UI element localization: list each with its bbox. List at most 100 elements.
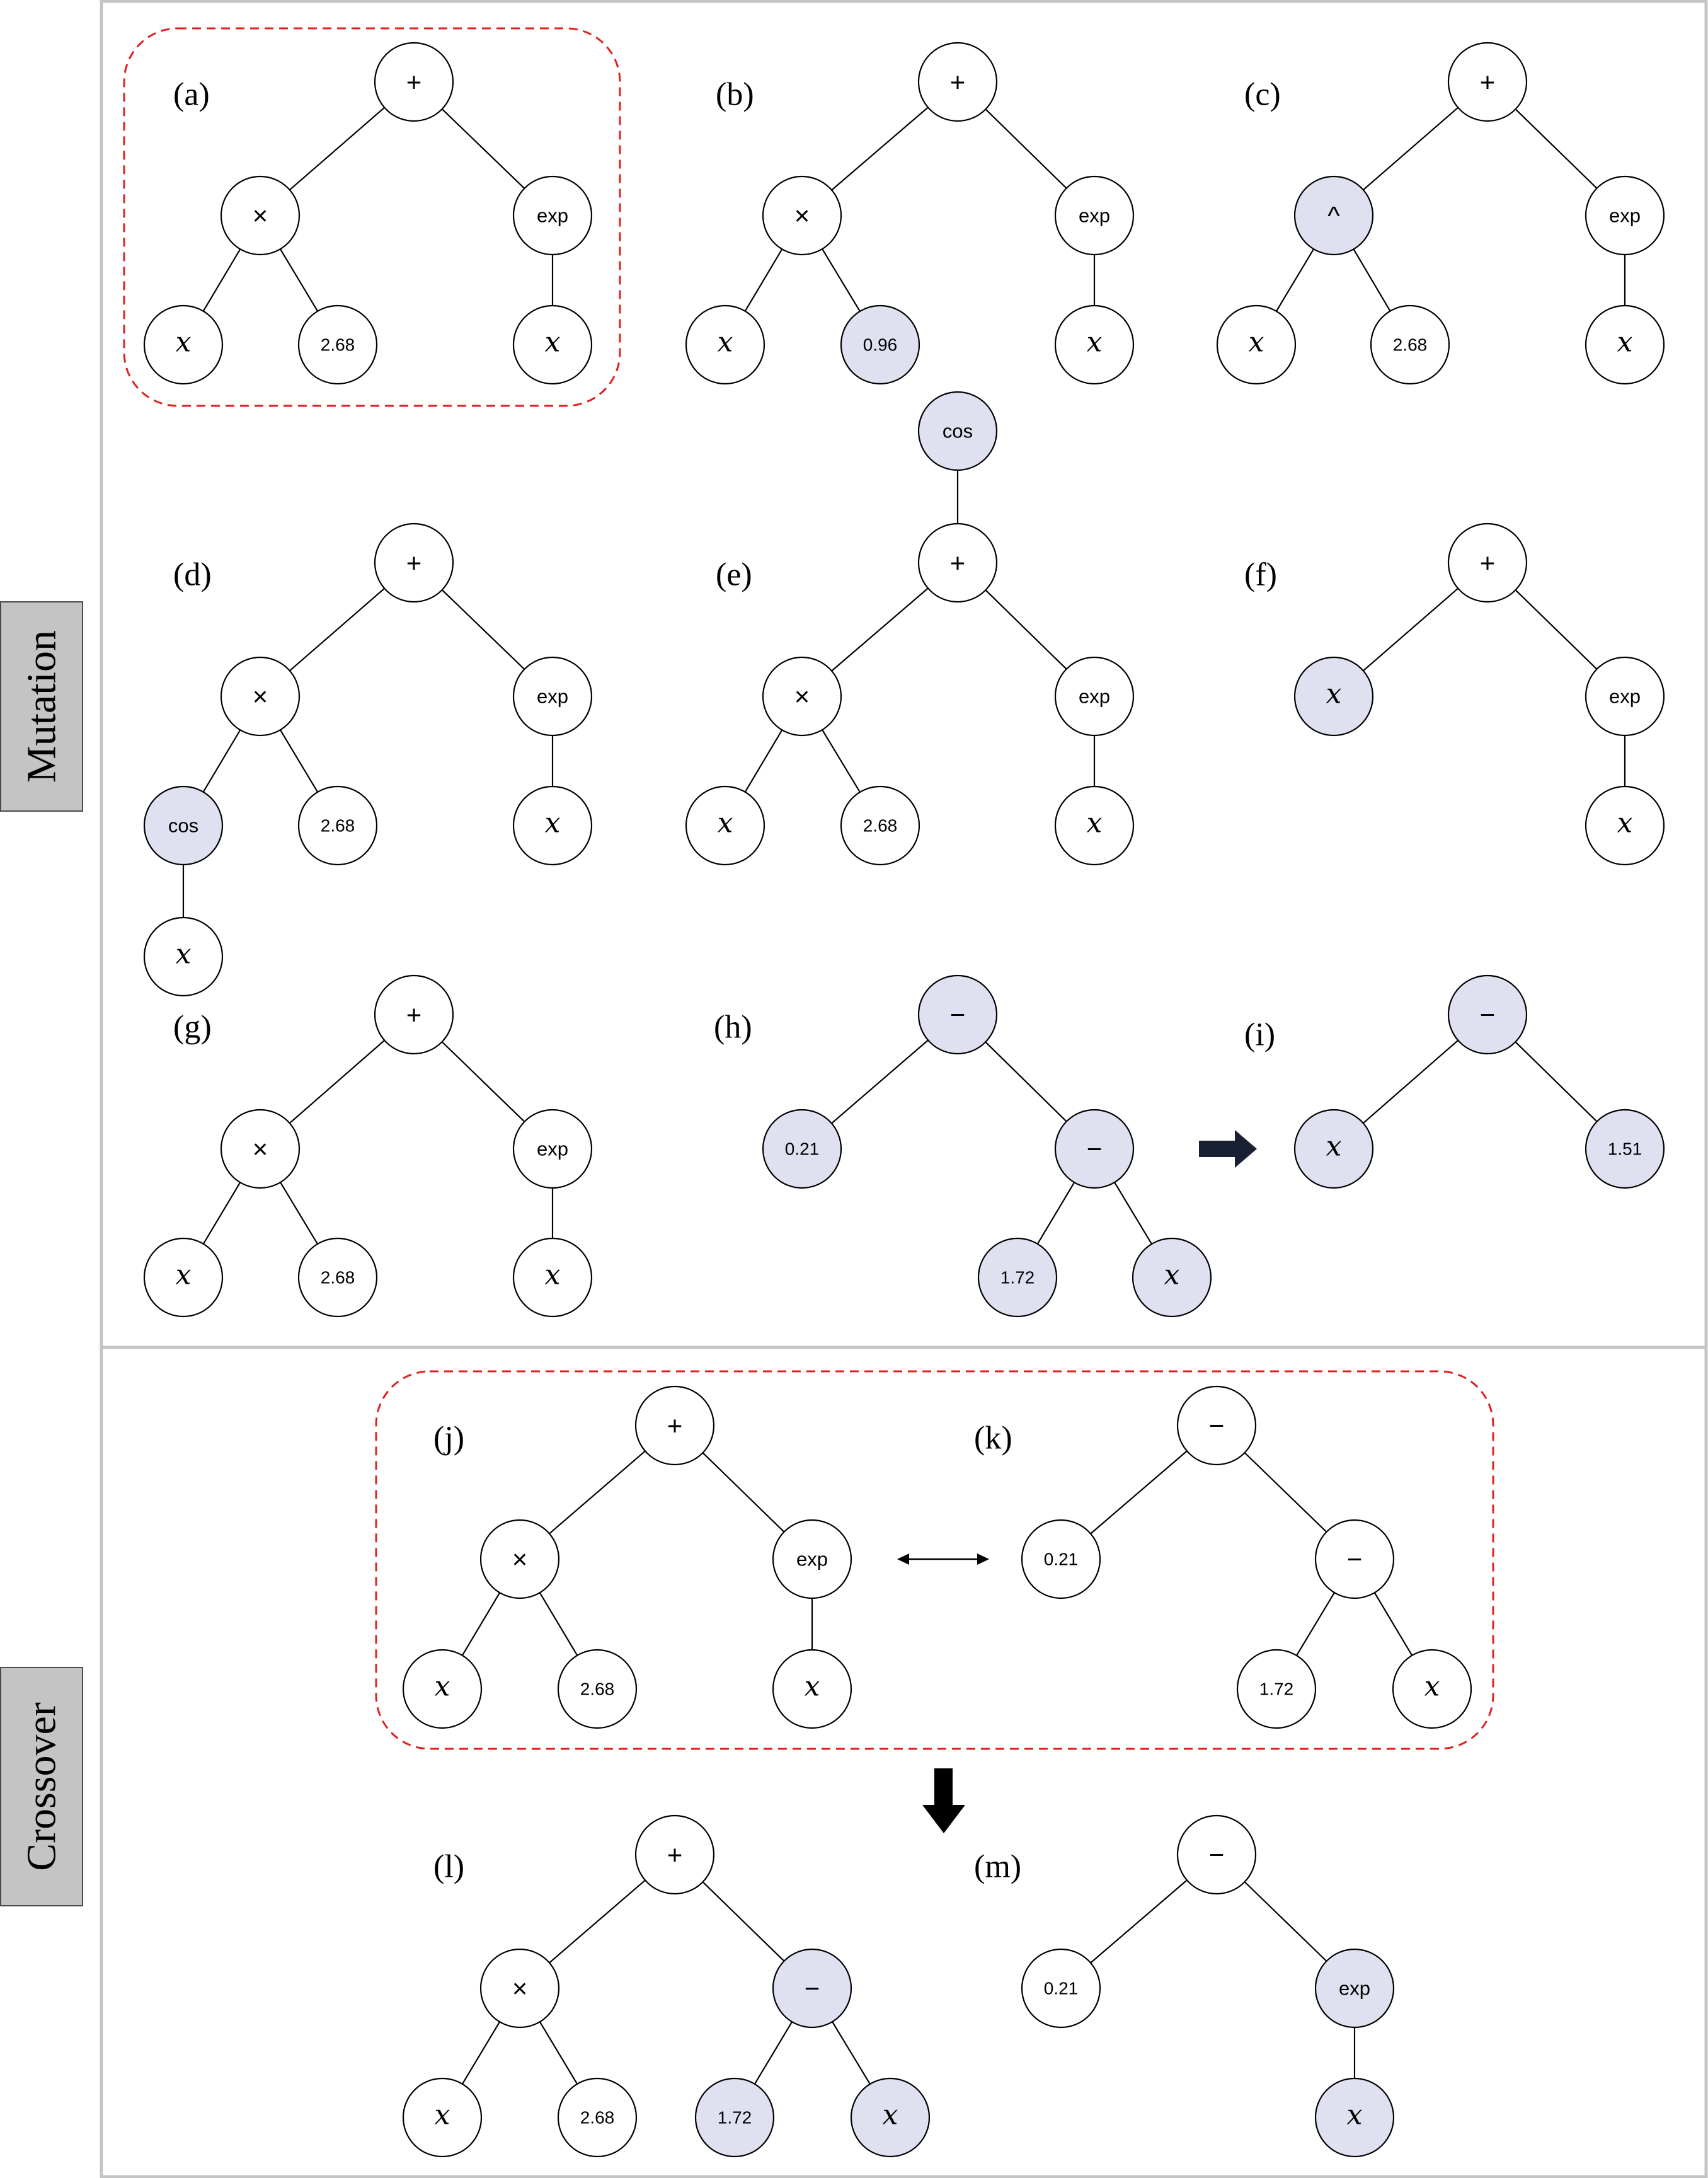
- tree-node-exp: exp: [1585, 175, 1665, 256]
- node-label: x: [176, 1259, 192, 1291]
- node-circle: [917, 42, 998, 122]
- mutated-node-circle: [1293, 175, 1374, 256]
- edge-m-n1-n3: [1244, 1881, 1327, 1962]
- tree-node-minus: −: [917, 974, 998, 1055]
- panel-label-a: (a): [173, 77, 210, 113]
- node-label: 1.72: [718, 2108, 752, 2128]
- node-label: 1.72: [1000, 1268, 1035, 1288]
- node-label: −: [805, 1974, 820, 2003]
- node-label: 1.51: [1608, 1139, 1642, 1159]
- tree-node-variable-x: x: [1132, 1237, 1212, 1318]
- edge-a-n2-n5: [279, 248, 319, 312]
- node-circle: [1447, 42, 1528, 122]
- edge-b-n1-n2: [831, 107, 929, 191]
- node-circle: [1176, 1814, 1257, 1895]
- node-label: ×: [794, 682, 810, 712]
- edge-h-n3-n6: [1114, 1182, 1152, 1245]
- edge-c-n1-n3: [1515, 108, 1598, 189]
- tree-node-minus: −: [1176, 1814, 1257, 1895]
- node-label: ×: [794, 201, 810, 231]
- node-label: x: [718, 326, 733, 359]
- node-circle: [1216, 304, 1297, 385]
- node-circle: [297, 785, 378, 866]
- down-arrow-icon: [922, 1768, 965, 1833]
- tree-node-variable-x: x: [1054, 304, 1135, 385]
- node-label: x: [435, 1671, 450, 1703]
- tree-node-cos: cos: [917, 391, 998, 471]
- node-label: +: [406, 548, 422, 578]
- mutated-node-circle: [1314, 2077, 1395, 2158]
- node-label: +: [1480, 67, 1496, 97]
- node-label: 0.21: [1044, 1550, 1079, 1569]
- edge-j-n1-n3: [702, 1452, 785, 1533]
- node-label: x: [1326, 1131, 1342, 1163]
- node-label: 2.68: [1393, 335, 1428, 355]
- node-label: 2.68: [321, 335, 355, 355]
- edge-b-n2-n5: [822, 248, 861, 312]
- edge-k-n3-n6: [1373, 1592, 1413, 1656]
- node-label: x: [883, 2099, 898, 2131]
- node-label: ×: [253, 201, 268, 231]
- tree-node-exp: exp: [1054, 656, 1135, 737]
- tree-node-variable-x: x: [512, 785, 593, 866]
- node-circle: [220, 656, 301, 737]
- edge-l-n2-n5: [539, 2021, 578, 2085]
- edge-l-n2-n4: [461, 2021, 501, 2085]
- node-label: +: [950, 548, 966, 578]
- node-label: x: [1326, 678, 1342, 710]
- node-circle: [512, 1237, 593, 1318]
- node-circle: [1054, 304, 1135, 385]
- tree-node-variable-x: x: [685, 785, 765, 866]
- tree-node-cos: cos: [143, 785, 224, 866]
- selected-parent-box: [123, 27, 621, 407]
- tree-node-constant: 0.21: [762, 1109, 842, 1189]
- node-circle: [512, 304, 593, 385]
- edge-l-n1-n2: [549, 1879, 646, 1964]
- panel-label-m: (m): [974, 1849, 1021, 1885]
- edge-d-n1-n3: [441, 589, 525, 670]
- tree-node-constant: 1.72: [1236, 1649, 1317, 1729]
- edge-e-n2-n5: [822, 729, 861, 793]
- edge-g-n2-n5: [280, 1182, 318, 1245]
- tree-node-variable-x: x: [1585, 304, 1665, 385]
- edge-j-n1-n2: [549, 1450, 646, 1535]
- decorations: [123, 27, 1494, 1833]
- tree-node-constant: 2.68: [297, 304, 378, 385]
- node-circle: [402, 1649, 483, 1729]
- edge-h-n1-n3: [985, 1041, 1067, 1122]
- node-circle: [685, 304, 765, 385]
- edge-h-n3-n5: [1036, 1182, 1075, 1245]
- node-circle: [1585, 656, 1665, 737]
- node-label: ×: [512, 1974, 528, 2003]
- node-label: x: [805, 1671, 820, 1703]
- tree-node-times: ×: [220, 1109, 301, 1189]
- edge-e-n2-n4: [744, 729, 783, 793]
- node-label: x: [545, 326, 561, 359]
- edge-e-n1-n3: [985, 589, 1067, 670]
- tree-node-variable-x: x: [143, 304, 224, 385]
- node-circle: [297, 1237, 378, 1318]
- node-label: x: [545, 807, 561, 839]
- tree-node-variable-x: x: [850, 2077, 931, 2158]
- tree-node-constant: 1.72: [977, 1237, 1058, 1318]
- node-label: +: [950, 67, 966, 97]
- edge-b-n2-n4: [744, 248, 783, 312]
- tree-node-variable-x: x: [1293, 1109, 1374, 1189]
- panel-label-i: (i): [1244, 1017, 1275, 1053]
- panel-label-j: (j): [433, 1420, 464, 1456]
- tree-node-constant: 2.68: [840, 785, 920, 866]
- tree-node-constant: 1.72: [694, 2077, 775, 2158]
- mutation-frame: [100, 0, 1708, 1349]
- node-label: x: [1087, 807, 1103, 839]
- node-circle: [762, 175, 842, 256]
- node-label: −: [1480, 1000, 1496, 1030]
- tree-node-plus: +: [374, 974, 454, 1055]
- tree-node-exp: exp: [1314, 1948, 1395, 2029]
- node-label: exp: [1609, 686, 1641, 708]
- node-circle: [1585, 785, 1665, 866]
